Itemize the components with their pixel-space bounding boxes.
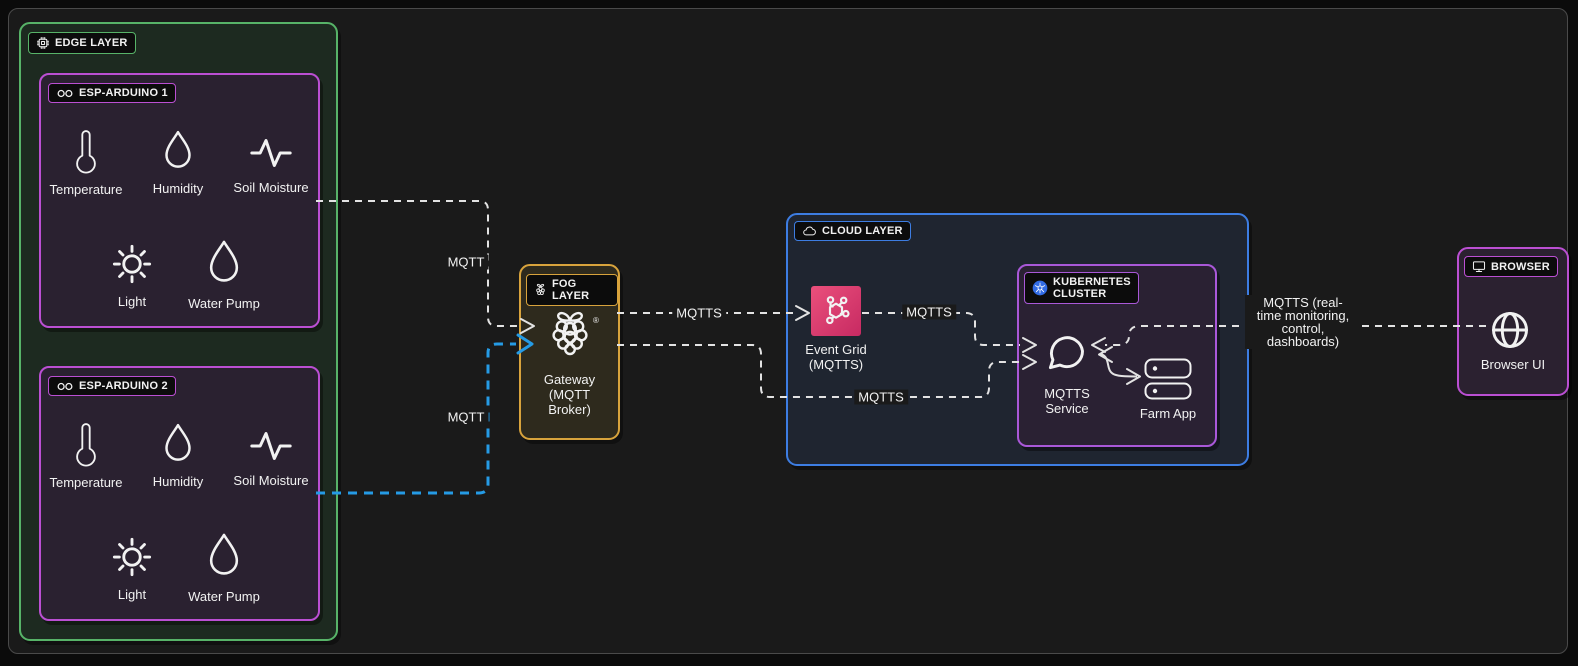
kubernetes-icon [1032, 280, 1048, 296]
sensor-soil-moisture: Soil Moisture [225, 426, 317, 488]
esp-arduino-2-box: ESP-ARDUINO 2 Temperature Humidity Soil … [39, 366, 320, 621]
sensor-humidity: Humidity [132, 421, 224, 489]
sensor-label: Water Pump [188, 296, 260, 311]
registered-mark: ® [593, 316, 599, 325]
mqtts-label-gateway-service: MQTTS [854, 389, 908, 405]
kubernetes-cluster-badge: KUBERNETES CLUSTER [1024, 272, 1139, 304]
soil-moisture-pulse-icon [250, 432, 292, 460]
arduino-infinity-icon [57, 89, 73, 97]
sensor-water-pump: Water Pump [178, 237, 270, 311]
sensor-label: Light [117, 294, 147, 309]
edge-layer-label: EDGE LAYER [55, 37, 128, 49]
sensor-label: Temperature [49, 475, 123, 490]
sensor-label: Humidity [152, 474, 204, 489]
sensor-water-pump: Water Pump [178, 530, 270, 604]
edge-layer-badge: EDGE LAYER [28, 32, 136, 54]
thermometer-icon [76, 423, 96, 467]
cloud-layer-label: CLOUD LAYER [822, 225, 903, 237]
esp-arduino-1-box: ESP-ARDUINO 1 Temperature Humidity Soil … [39, 73, 320, 328]
thermometer-icon [76, 130, 96, 174]
sensor-temperature: Temperature [40, 127, 132, 197]
raspberry-pi-icon [536, 283, 545, 296]
kubernetes-cluster-label: KUBERNETES CLUSTER [1053, 276, 1131, 300]
fog-layer-box: FOG LAYER ® Gateway (MQTT Broker) [519, 264, 620, 440]
fog-layer-badge: FOG LAYER [526, 274, 618, 306]
mqtts-label-eventgrid-service: MQTTS [902, 304, 956, 320]
cpu-icon [36, 36, 50, 50]
server-stack-icon [1144, 358, 1192, 400]
cloud-layer-badge: CLOUD LAYER [794, 221, 911, 241]
browser-ui-label: Browser UI [1480, 357, 1546, 372]
humidity-drop-icon [165, 423, 191, 461]
esp-arduino-1-badge: ESP-ARDUINO 1 [48, 83, 176, 103]
cloud-icon [803, 226, 816, 235]
light-sun-icon [112, 537, 152, 577]
mqtt-label-esp1: MQTT [443, 254, 489, 270]
water-pump-drop-icon [209, 240, 239, 282]
browser-badge: BROWSER [1464, 256, 1558, 277]
sensor-temperature: Temperature [40, 420, 132, 490]
sensor-label: Light [117, 587, 147, 602]
fog-layer-label: FOG LAYER [552, 278, 590, 302]
sensor-soil-moisture: Soil Moisture [225, 133, 317, 195]
sensor-light: Light [86, 534, 178, 602]
browser-box: BROWSER Browser UI [1457, 247, 1569, 396]
sensor-label: Water Pump [188, 589, 260, 604]
mqtts-service-label: MQTTS Service [1044, 386, 1090, 416]
soil-moisture-pulse-icon [250, 139, 292, 167]
browser-label: BROWSER [1491, 260, 1550, 273]
kubernetes-cluster-box: KUBERNETES CLUSTER MQTTS Service Farm Ap… [1017, 264, 1217, 447]
raspberry-pi-logo [552, 312, 588, 356]
event-grid-node [811, 286, 861, 336]
esp-arduino-2-label: ESP-ARDUINO 2 [79, 380, 168, 392]
esp-arduino-1-label: ESP-ARDUINO 1 [79, 87, 168, 99]
event-grid-icon [826, 296, 850, 325]
mqtt-label-esp2: MQTT [443, 409, 489, 425]
monitor-icon [1472, 261, 1486, 272]
sensor-light: Light [86, 241, 178, 309]
esp-arduino-2-badge: ESP-ARDUINO 2 [48, 376, 176, 396]
globe-icon [1492, 312, 1528, 348]
gateway-label: Gateway (MQTT Broker) [543, 372, 596, 417]
farm-app-label: Farm App [1139, 406, 1197, 421]
light-sun-icon [112, 244, 152, 284]
water-pump-drop-icon [209, 533, 239, 575]
mqtts-label-browser-link: MQTTS (real- time monitoring, control, d… [1245, 295, 1361, 349]
arduino-infinity-icon [57, 382, 73, 390]
mqtts-label-gateway-eventgrid: MQTTS [672, 305, 726, 321]
event-grid-label: Event Grid (MQTTS) [805, 342, 867, 372]
sensor-label: Soil Moisture [233, 473, 309, 488]
chat-bubble-icon [1048, 336, 1084, 370]
sensor-label: Humidity [152, 181, 204, 196]
sensor-humidity: Humidity [132, 128, 224, 196]
sensor-label: Temperature [49, 182, 123, 197]
sensor-label: Soil Moisture [233, 180, 309, 195]
humidity-drop-icon [165, 130, 191, 168]
